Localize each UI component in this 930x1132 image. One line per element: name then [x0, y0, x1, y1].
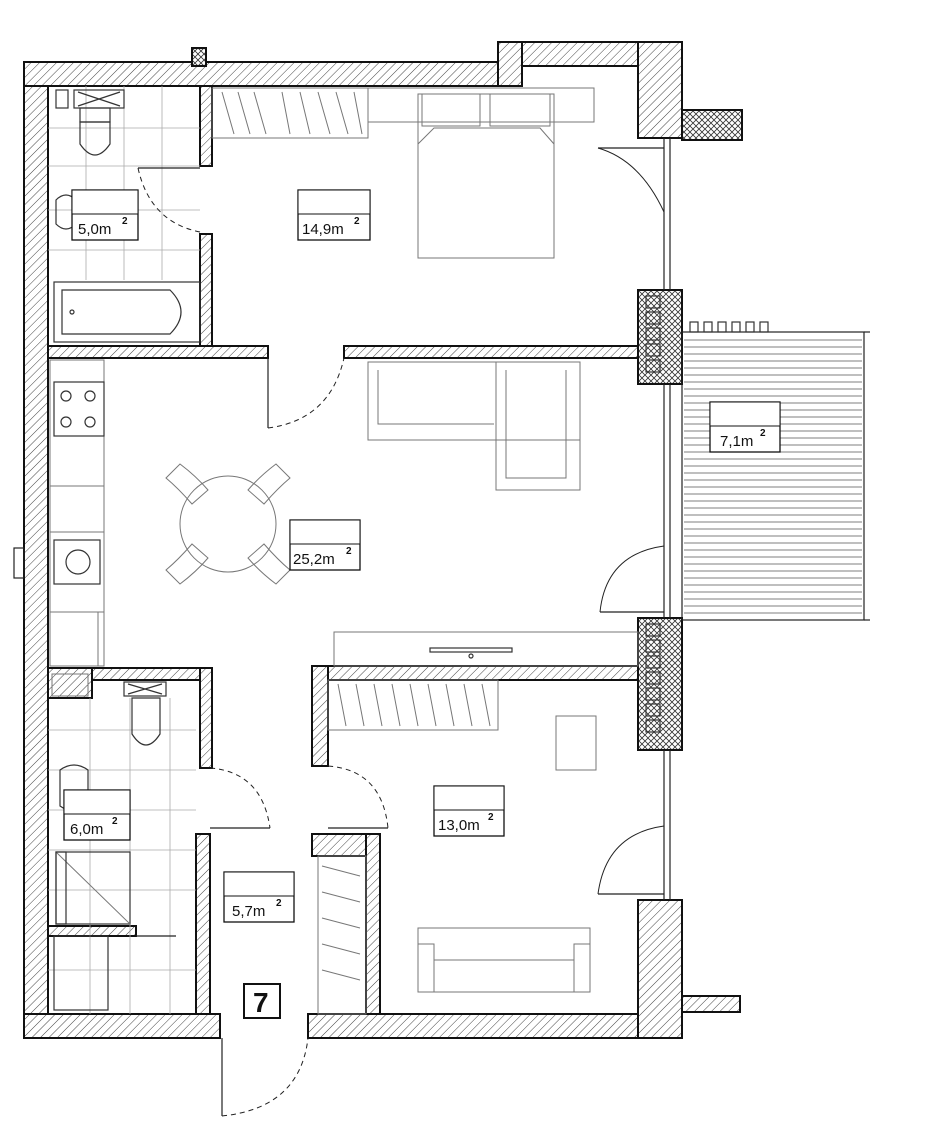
unit-number: 7 — [253, 987, 269, 1018]
bathroom-bottom — [48, 673, 196, 1014]
interior-walls — [47, 85, 639, 1015]
bedroom-bottom — [317, 679, 597, 1015]
room-label-bedroom-top: 14,9m 2 — [297, 189, 371, 241]
area-text: 7,1m — [720, 433, 753, 450]
area-text: 5,0m — [78, 221, 111, 238]
svg-text:2: 2 — [354, 216, 360, 227]
bathroom-top — [48, 86, 201, 343]
room-label-bathroom-top: 5,0m 2 — [71, 189, 139, 241]
bedroom-top — [211, 87, 665, 259]
room-label-bedroom-bottom: 13,0m 2 — [433, 785, 505, 837]
svg-text:2: 2 — [346, 546, 352, 557]
area-text: 6,0m — [70, 821, 103, 838]
area-text: 5,7m — [232, 903, 265, 920]
room-label-bathroom-bottom: 6,0m 2 — [63, 789, 131, 841]
svg-text:2: 2 — [112, 816, 118, 827]
room-label-hallway: 5,7m 2 — [223, 871, 295, 923]
room-label-living-kitchen: 25,2m 2 — [289, 519, 361, 571]
balcony — [681, 321, 870, 621]
doors — [209, 357, 665, 1117]
svg-text:2: 2 — [276, 898, 282, 909]
area-text: 14,9m — [302, 221, 344, 238]
area-text: 13,0m — [438, 817, 480, 834]
living-kitchen — [49, 359, 639, 667]
window-frames — [645, 138, 671, 900]
svg-text:2: 2 — [122, 216, 128, 227]
room-label-balcony: 7,1m 2 — [709, 401, 781, 453]
unit-number-badge: 7 — [243, 983, 281, 1019]
area-text: 25,2m — [293, 551, 335, 568]
svg-text:2: 2 — [760, 428, 766, 439]
svg-text:2: 2 — [488, 812, 494, 823]
